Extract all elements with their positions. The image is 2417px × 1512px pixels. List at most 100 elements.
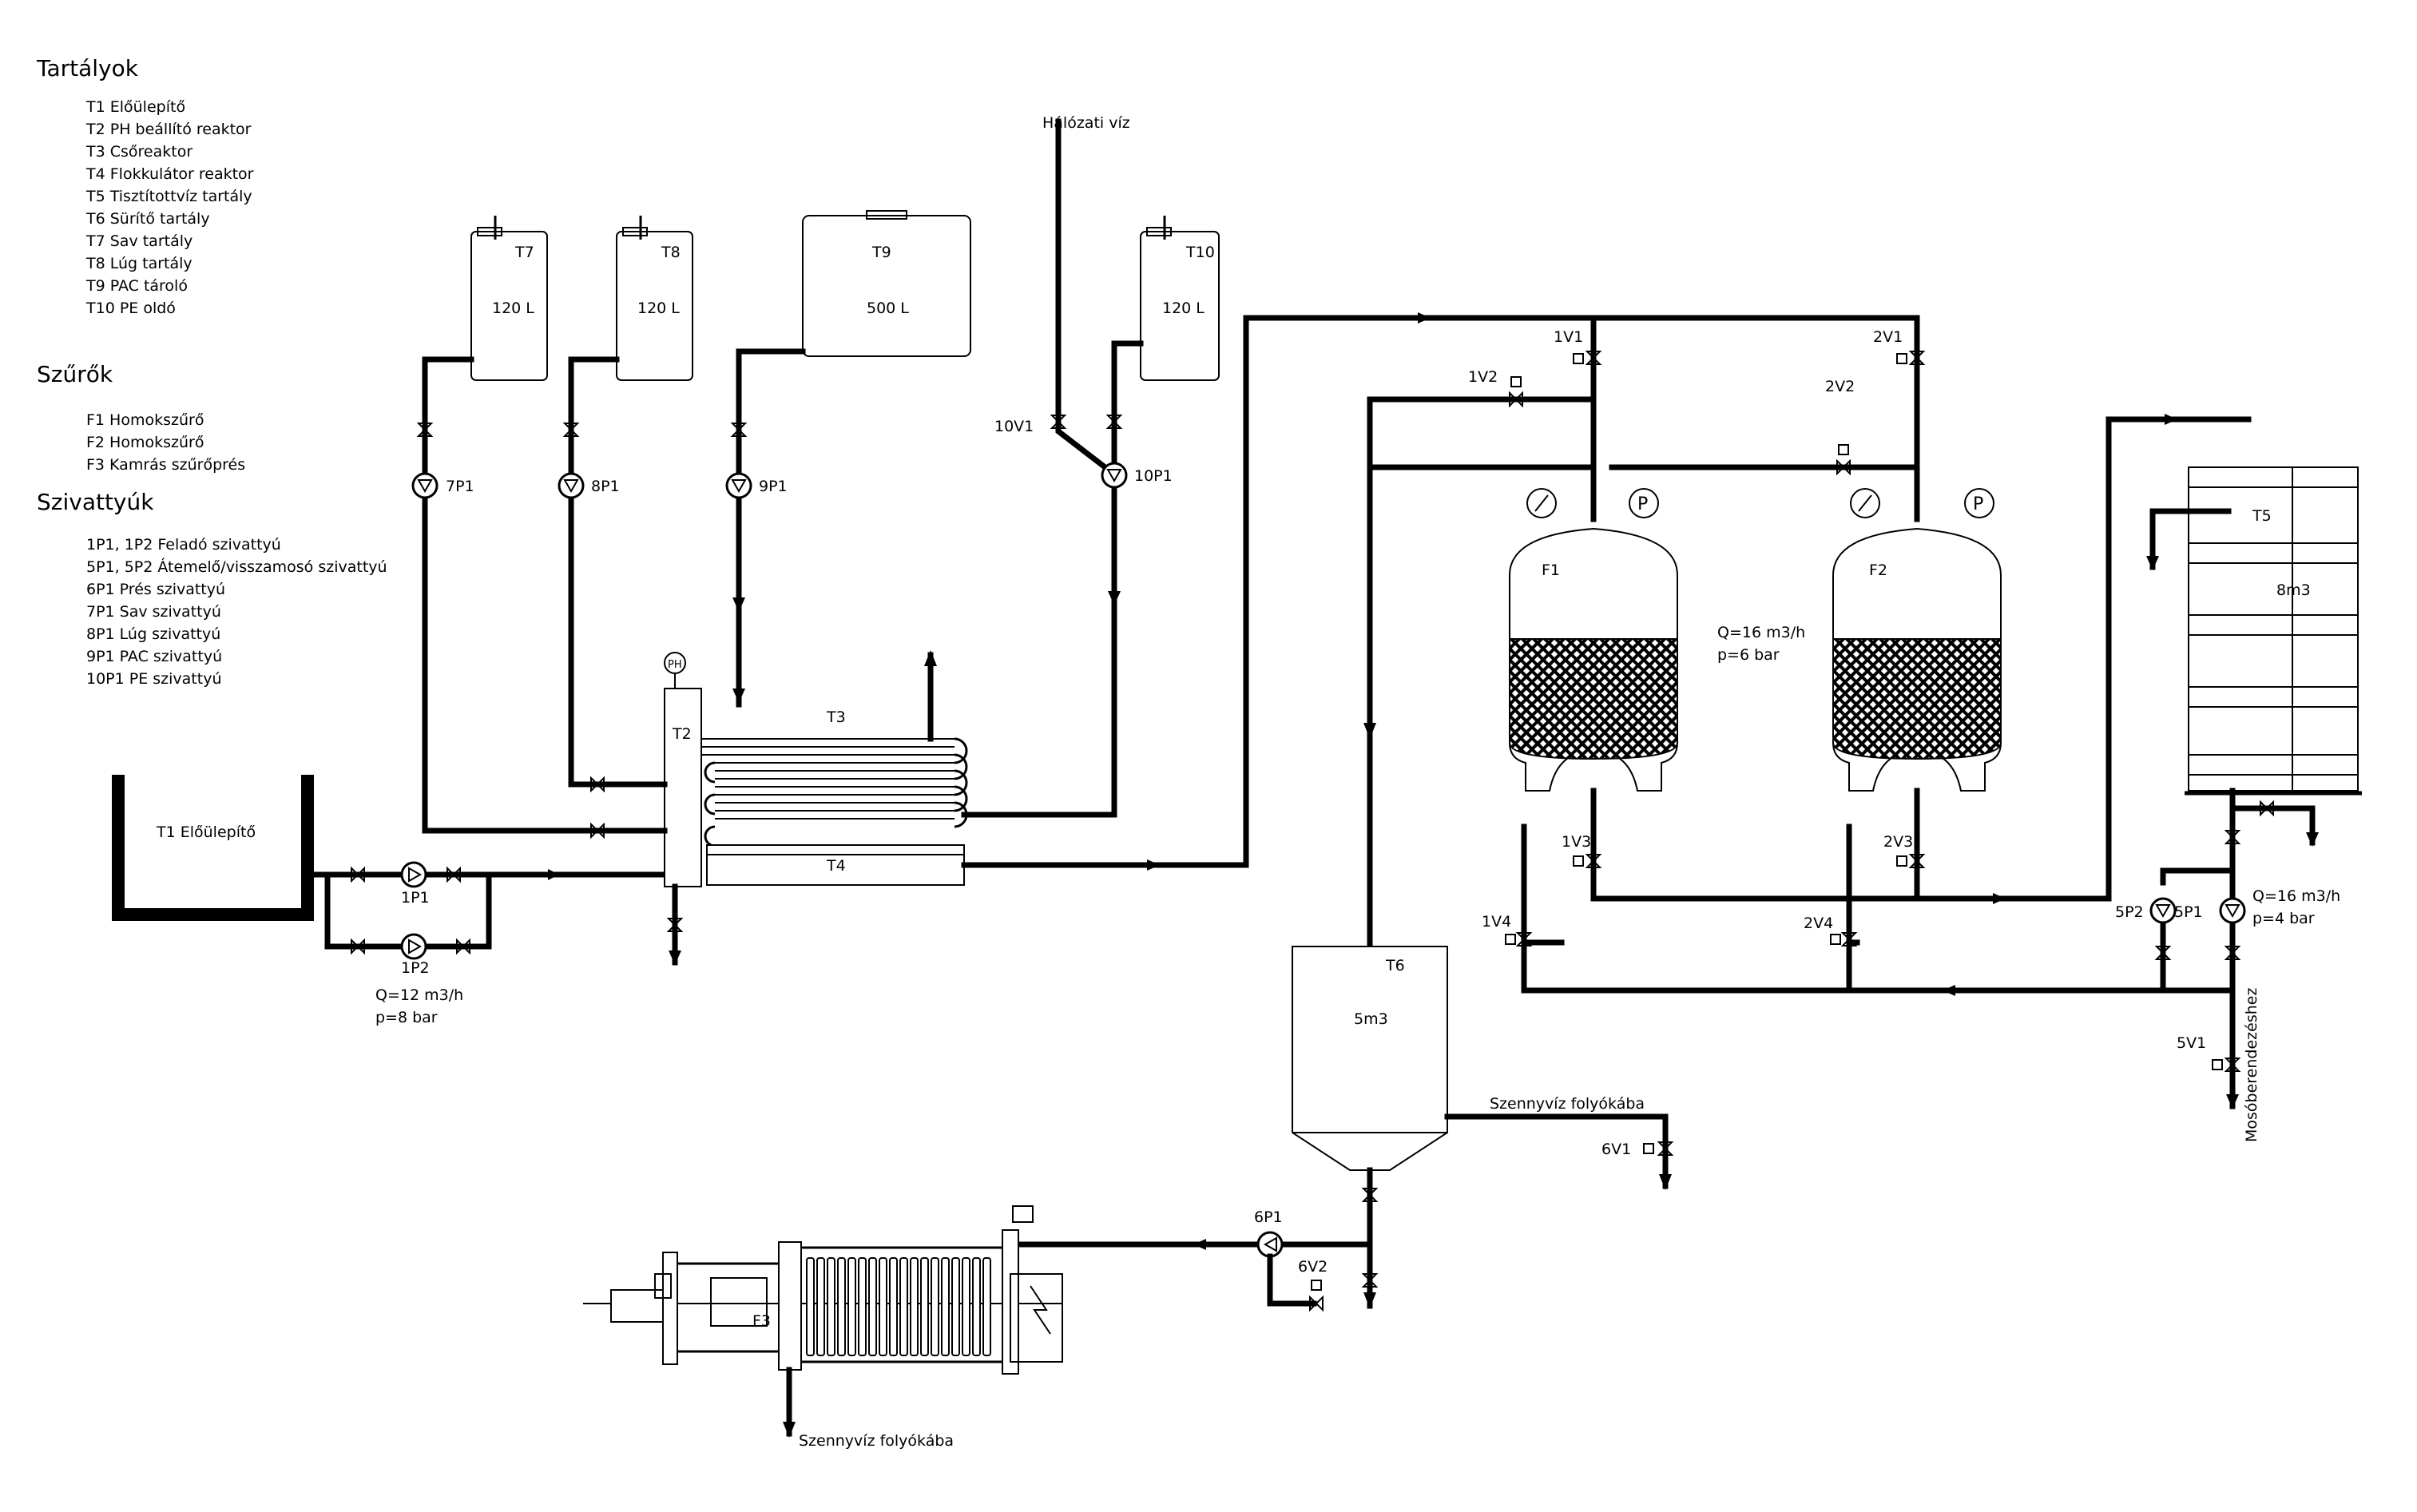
tank-t8-volume: 120 L <box>637 300 680 317</box>
legend-filter-item: F3 Kamrás szűrőprés <box>86 456 245 474</box>
legend-tank-item: T6 Sürítő tartály <box>85 210 210 228</box>
legend-tank-item: T7 Sav tartály <box>85 232 192 250</box>
valve-2v4[interactable] <box>1840 932 1858 946</box>
feed-flow-spec: Q=12 m3/h <box>375 986 463 1004</box>
valve-10v1-label: 10V1 <box>994 418 1034 435</box>
tank-t10: T10 120 L <box>1140 216 1220 381</box>
valve-2v1-label: 2V1 <box>1873 328 1903 346</box>
legend-tank-item: T2 PH beállító reaktor <box>85 121 252 138</box>
valve-2v1[interactable] <box>1908 351 1926 365</box>
valve-1v4[interactable] <box>1515 932 1533 946</box>
tank-t6-volume: 5m3 <box>1354 1010 1388 1028</box>
valve-1v3[interactable] <box>1585 854 1602 868</box>
tank-t9-volume: 500 L <box>867 300 909 317</box>
reactor-t3: T3 <box>701 650 968 847</box>
valve-6v2-label: 6V2 <box>1298 1258 1328 1276</box>
legend-pump-item: 8P1 Lúg szivattyú <box>86 625 220 643</box>
pressure-sensor-label: P <box>1637 494 1648 514</box>
valve-2v3-label: 2V3 <box>1883 833 1913 851</box>
filter-plate <box>827 1257 835 1356</box>
pump-10p1[interactable] <box>1101 462 1128 489</box>
valve-dosing[interactable] <box>730 423 748 437</box>
mains-water-label: Hálózati víz <box>1042 114 1130 132</box>
pump-1p2[interactable] <box>400 933 427 960</box>
filter-plate <box>920 1257 929 1356</box>
tank-t1-label: T1 Előülepítő <box>156 823 256 841</box>
pump-8p1-label: 8P1 <box>591 478 620 495</box>
tank-t7: T7 120 L <box>470 216 548 381</box>
valve-dosing[interactable] <box>416 423 434 437</box>
valve-feed[interactable] <box>456 938 470 955</box>
reactor-t3-label: T3 <box>826 708 846 726</box>
legend-pump-item: 1P1, 1P2 Feladó szivattyú <box>86 536 281 554</box>
pump-6p1[interactable] <box>1256 1231 1284 1258</box>
filter-spec-flow: Q=16 m3/h <box>1717 624 1805 641</box>
filter-plate <box>847 1257 856 1356</box>
tank-t10-volume: 120 L <box>1162 300 1205 317</box>
valve-10v1[interactable] <box>1050 415 1067 429</box>
pressure-sensor[interactable] <box>1964 488 1994 518</box>
valve-1v2-label: 1V2 <box>1468 368 1498 386</box>
tank-t1: T1 Előülepítő <box>112 775 314 921</box>
wastewater-label-2: Szennyvíz folyókába <box>799 1432 954 1450</box>
tank-t8: T8 120 L <box>616 216 693 381</box>
legend-pump-item: 10P1 PE szivattyú <box>86 670 222 688</box>
valve-feed[interactable] <box>351 938 365 955</box>
valve-2v4-label: 2V4 <box>1804 915 1833 932</box>
valve-feed[interactable] <box>446 866 461 883</box>
pump-1p2-label: 1P2 <box>401 959 430 977</box>
reactor-t2-label: T2 <box>672 725 692 743</box>
valve-1v4-label: 1V4 <box>1482 913 1511 931</box>
pump-1p1-label: 1P1 <box>401 889 430 907</box>
valve-5v1[interactable] <box>2224 1058 2241 1072</box>
valve-5v1-label: 5V1 <box>2177 1034 2206 1052</box>
tank-t7-volume: 120 L <box>492 300 534 317</box>
to-washing-equipment-label: Mosóberendezéshez <box>2243 988 2260 1142</box>
valve-feed[interactable] <box>351 866 365 883</box>
ph-sensor[interactable] <box>664 652 686 674</box>
valve-2v2[interactable] <box>1836 458 1851 476</box>
filter-plate <box>962 1257 970 1356</box>
filter-plate <box>951 1257 960 1356</box>
pump-8p1[interactable] <box>558 472 585 499</box>
pump-10p1-label: 10P1 <box>1134 467 1173 485</box>
legend-pump-item: 6P1 Prés szivattyú <box>86 581 225 598</box>
pump-7p1[interactable] <box>411 472 439 499</box>
valve-1v2[interactable] <box>1509 391 1523 408</box>
tank-t9: T9 500 L <box>802 210 971 357</box>
filter-spec-pressure: p=6 bar <box>1717 646 1780 664</box>
filter-header-piping: 1V1 2V1 1V2 2V2 <box>1363 315 1926 950</box>
legend-tank-item: T4 Flokkulátor reaktor <box>85 165 254 183</box>
filter-plate <box>879 1257 887 1356</box>
pump-1p1[interactable] <box>400 861 427 888</box>
filter-press-f3-label: F3 <box>752 1312 771 1330</box>
valve-dosing[interactable] <box>562 423 580 437</box>
tank-t6-label: T6 <box>1385 957 1405 974</box>
pump-9p1[interactable] <box>725 472 752 499</box>
pump-5p1[interactable] <box>2219 897 2246 924</box>
legend-tank-item: T5 Tisztítottvíz tartály <box>85 188 252 205</box>
tank-t6: T6 5m3 Szennyvíz folyókába 6V1 <box>1292 946 1674 1309</box>
pump-9p1-label: 9P1 <box>759 478 788 495</box>
filter-f2: F2 P <box>1832 488 2002 792</box>
pump-5p2-label: 5P2 <box>2115 903 2144 921</box>
valve-6v1[interactable] <box>1657 1141 1674 1156</box>
filter-plate <box>816 1257 825 1356</box>
pump-5p2[interactable] <box>2149 897 2177 924</box>
pump-7p1-label: 7P1 <box>446 478 474 495</box>
pump-6p1-label: 6P1 <box>1254 1208 1283 1226</box>
valve-2v2-label: 2V2 <box>1825 378 1855 395</box>
valve-6v2[interactable] <box>1309 1295 1324 1312</box>
valve-dosing[interactable] <box>1105 415 1123 429</box>
valve-1v1[interactable] <box>1585 351 1602 365</box>
feed-pump-line: 1P1 1P2 Q=12 m3/h p=8 bar <box>304 861 668 1026</box>
filter-plate <box>941 1257 950 1356</box>
transfer-flow-spec: Q=16 m3/h <box>2252 887 2340 905</box>
filter-plate <box>858 1257 867 1356</box>
valve-2v3[interactable] <box>1908 854 1926 868</box>
filter-plate <box>806 1257 815 1356</box>
pressure-sensor[interactable] <box>1629 488 1659 518</box>
transfer-pressure-spec: p=4 bar <box>2252 910 2315 927</box>
filter-f1-label: F1 <box>1542 562 1560 579</box>
